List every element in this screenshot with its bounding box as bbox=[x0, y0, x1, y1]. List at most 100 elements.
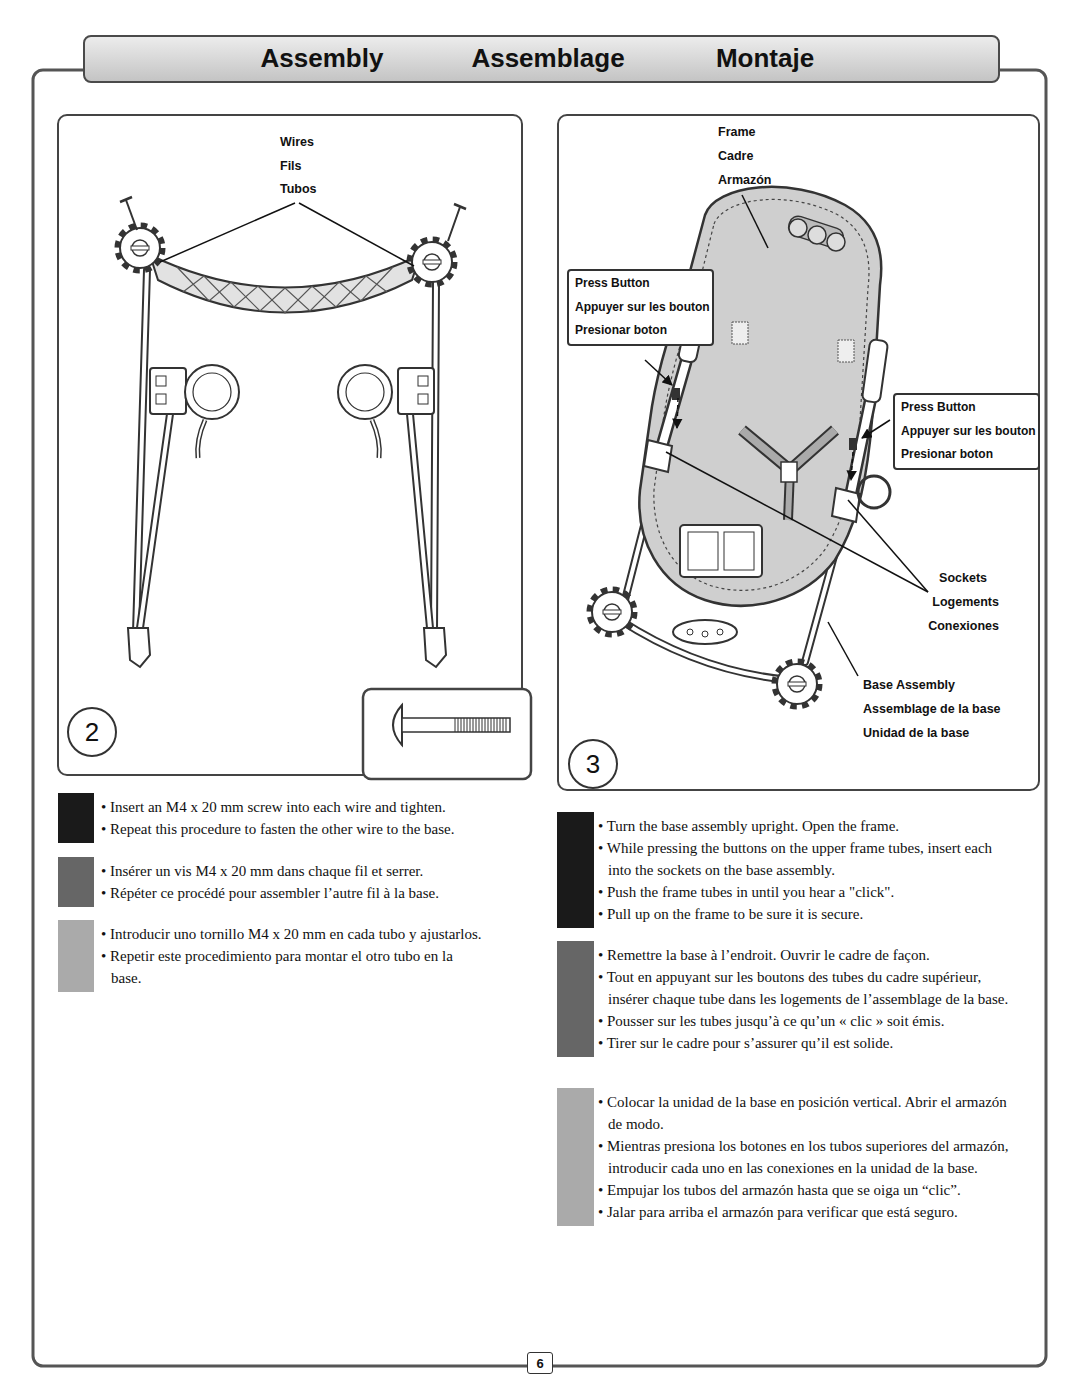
instruction-group: • Colocar la unidad de la base en posici… bbox=[598, 1088, 1013, 1226]
truss-bar bbox=[150, 255, 420, 313]
frame-tubes bbox=[849, 438, 857, 450]
seat-frame bbox=[654, 199, 869, 590]
instruction-text: • Jalar para arriba el armazón para veri… bbox=[598, 1201, 1013, 1223]
instruction-group: • Insert an M4 x 20 mm screw into each w… bbox=[101, 793, 521, 843]
part-label: 6 bbox=[536, 1357, 543, 1370]
wire-hubs bbox=[156, 394, 166, 404]
wire-hubs bbox=[150, 365, 434, 458]
screws bbox=[448, 207, 460, 241]
part-label: Appuyer sur les bouton bbox=[901, 424, 1032, 440]
callout-box: Press ButtonAppuyer sur les boutonPresio… bbox=[567, 269, 714, 346]
header-band: AssemblyAssemblageMontaje bbox=[83, 35, 1000, 83]
wire-hubs bbox=[193, 373, 231, 411]
part-label: Tubos bbox=[280, 183, 317, 197]
frame-tubes bbox=[672, 388, 680, 400]
part-label: Frame bbox=[718, 126, 756, 140]
instruction-group: • Insérer un vis M4 x 20 mm dans chaque … bbox=[101, 857, 521, 907]
wire-tubes bbox=[140, 414, 170, 628]
instruction-text: • Pull up on the frame to be sure it is … bbox=[598, 903, 1013, 925]
base-assembly bbox=[673, 620, 737, 644]
wire-tubes bbox=[128, 270, 446, 667]
sockets bbox=[832, 488, 860, 522]
instruction-text: • Repeat this procedure to fasten the ot… bbox=[101, 818, 521, 840]
instruction-text: • Mientras presiona los botones en los t… bbox=[598, 1135, 1013, 1179]
screws bbox=[126, 200, 137, 230]
instruction-text: • Colocar la unidad de la base en posici… bbox=[598, 1091, 1013, 1135]
step-panel: WiresFilsTubos 2 bbox=[57, 114, 523, 776]
wire-hubs bbox=[185, 365, 239, 419]
wire-hubs bbox=[372, 420, 379, 458]
seat-frame bbox=[732, 322, 748, 344]
instruction-text: • Insérer un vis M4 x 20 mm dans chaque … bbox=[101, 860, 521, 882]
wire-tubes bbox=[140, 414, 170, 628]
control-box bbox=[724, 532, 754, 570]
part-label: Presionar boton bbox=[575, 323, 706, 339]
leader-line bbox=[828, 622, 858, 676]
seat-frame bbox=[789, 219, 807, 237]
leader-line bbox=[299, 203, 414, 266]
instruction-group: • Turn the base assembly upright. Open t… bbox=[598, 812, 1013, 928]
wire-hubs bbox=[418, 376, 428, 386]
wire-tubes bbox=[434, 282, 436, 632]
wire-hubs bbox=[346, 373, 384, 411]
frame-tubes bbox=[862, 339, 888, 403]
step-panel: FrameCadreArmazónSocketsLogementsConexio… bbox=[557, 114, 1040, 791]
base-assembly bbox=[687, 629, 693, 635]
base-assembly bbox=[620, 620, 790, 680]
instruction-text: • Remettre la base à l’endroit. Ouvrir l… bbox=[598, 944, 1013, 966]
step-number-circle: 3 bbox=[568, 739, 618, 789]
leader-line bbox=[677, 398, 678, 428]
base-assembly bbox=[620, 620, 790, 680]
screw-inset bbox=[363, 689, 531, 779]
wire-tubes bbox=[128, 628, 150, 667]
part-label: Unidad de la base bbox=[863, 727, 969, 741]
instruction-text: • Tout en appuyant sur les boutons des t… bbox=[598, 966, 1013, 1010]
base-assembly bbox=[591, 591, 633, 633]
truss-bar bbox=[150, 255, 420, 313]
base-assembly bbox=[717, 629, 723, 635]
wire-tubes bbox=[410, 414, 430, 628]
wire-tubes bbox=[424, 628, 446, 667]
leader-line bbox=[862, 420, 890, 438]
leader-line bbox=[645, 195, 928, 676]
screw-inset bbox=[393, 705, 402, 745]
wire-hubs bbox=[338, 365, 392, 419]
language-bar bbox=[58, 857, 94, 907]
screws bbox=[454, 204, 466, 209]
instruction-text: • Push the frame tubes in until you hear… bbox=[598, 881, 1013, 903]
wire-hubs bbox=[156, 376, 166, 386]
instruction-text: • Tirer sur le cadre pour s’assurer qu’i… bbox=[598, 1032, 1013, 1054]
instruction-text: • Répéter ce procédé pour assembler l’au… bbox=[101, 882, 521, 904]
leader-line bbox=[160, 203, 414, 266]
screw-inset bbox=[455, 718, 506, 732]
part-label: Presionar boton bbox=[901, 447, 1032, 463]
section-heading: Assemblage bbox=[471, 43, 624, 74]
part-label: Fils bbox=[280, 160, 302, 174]
screws bbox=[120, 197, 132, 202]
wire-hubs bbox=[198, 420, 205, 458]
sockets bbox=[644, 440, 890, 522]
wire-tubes bbox=[410, 414, 430, 628]
part-label: Appuyer sur les bouton bbox=[575, 300, 706, 316]
part-label: Assemblage de la base bbox=[863, 703, 1001, 717]
part-label: Wires bbox=[280, 136, 314, 150]
leader-line bbox=[742, 195, 768, 248]
frame-tubes bbox=[662, 362, 686, 446]
sockets bbox=[644, 440, 672, 472]
seat-frame bbox=[786, 214, 845, 250]
base-assembly bbox=[702, 631, 708, 637]
control-box bbox=[688, 532, 718, 570]
instruction-text: • Repetir este procedimiento para montar… bbox=[101, 945, 486, 989]
leader-line bbox=[666, 452, 928, 592]
wire-hubs bbox=[398, 368, 434, 414]
seat-frame bbox=[639, 187, 881, 606]
language-bar bbox=[58, 920, 94, 992]
instruction-text: • Pousser sur les tubes jusqu’à ce qu’un… bbox=[598, 1010, 1013, 1032]
leader-line bbox=[645, 360, 672, 385]
part-label: Press Button bbox=[901, 400, 1032, 416]
part-label: Base Assembly bbox=[863, 679, 955, 693]
part-label: Logements bbox=[932, 596, 999, 610]
part-label: 2 bbox=[85, 719, 99, 745]
seat-frame bbox=[838, 340, 854, 362]
wire-tubes bbox=[434, 282, 436, 632]
